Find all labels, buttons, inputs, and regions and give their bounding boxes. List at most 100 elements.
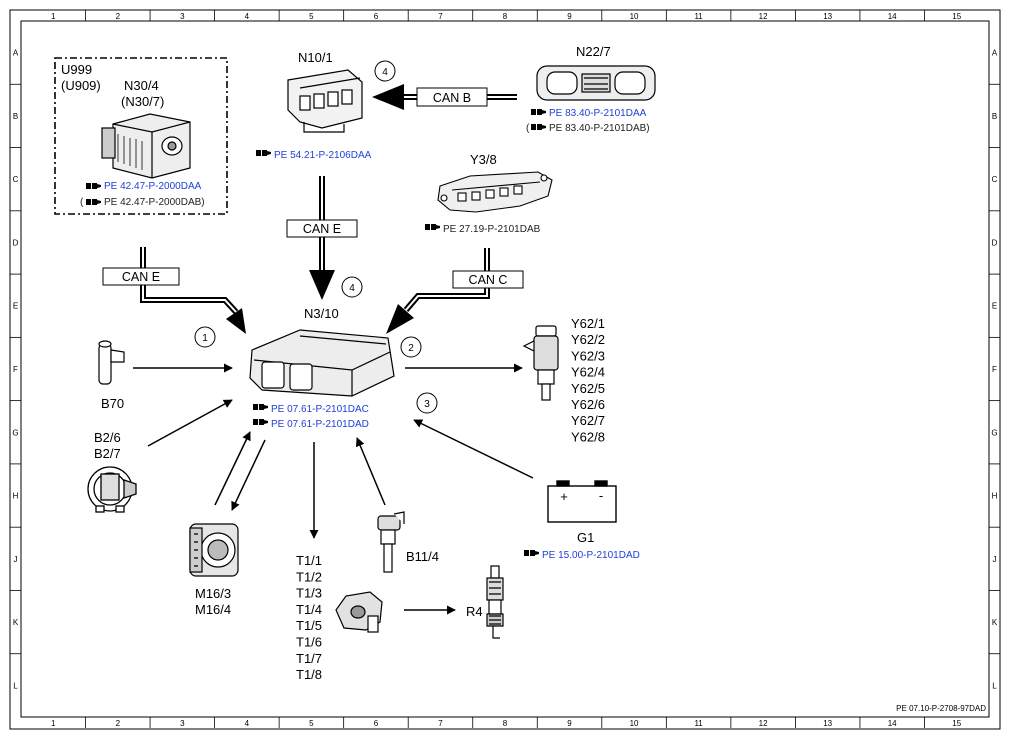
grid-col-label: 8 [503,719,508,728]
grid-row-label: F [992,365,997,374]
y62-label: Y62/2 [571,332,605,347]
can-b-link: CAN B [372,84,517,110]
t1-label: T1/8 [296,667,322,682]
y3-8-group: Y3/8 PE 27.19-P-2101DAB [425,152,553,235]
t1-label: T1/5 [296,618,322,633]
abs-control-unit-group: U999 (U909) N30/4 (N30/7) PE 42.47-P-200… [54,57,228,215]
callout-4-center-text: 4 [349,283,355,294]
grid-row-label: C [992,175,998,184]
can-e-left-link: CAN E [102,247,246,334]
grid-col-label: 1 [51,719,56,728]
t1-label: T1/1 [296,553,322,568]
b70-group: B70 [98,340,233,411]
grid-row-label: H [992,492,998,501]
label-n30-4: N30/4 [124,78,159,93]
ref-g1[interactable]: PE 15.00-P-2101DAD [542,550,640,561]
grid-col-label: 5 [309,719,314,728]
grid-row-label: G [12,428,18,437]
manual-ref-icon [253,404,268,410]
sam-module-icon [287,69,363,133]
t1-label: T1/6 [296,635,322,650]
m16-group: M16/3 M16/4 [189,431,266,617]
grid-col-label: 14 [888,12,897,21]
callout-1 [194,326,216,348]
r4-group: R4 [466,565,504,639]
ref-n30-daa[interactable]: PE 42.47-P-2000DAA [104,181,202,192]
grid-col-label: 15 [952,719,961,728]
t1-label: T1/4 [296,602,322,617]
ref-n30-dab[interactable]: PE 42.47-P-2000DAB) [104,197,205,208]
grid-col-label: 6 [374,12,379,21]
grid-row-label: F [13,365,18,374]
ref-n22-daa[interactable]: PE 83.40-P-2101DAA [549,108,647,119]
y62-label: Y62/7 [571,413,605,428]
manual-ref-icon [524,550,539,556]
grid-col-label: 7 [438,12,443,21]
grid-col-label: 3 [180,12,185,21]
callout-4-center [341,276,363,298]
grid-row-label: K [992,618,998,627]
label-g1: G1 [577,530,594,545]
t1-label: T1/3 [296,586,322,601]
crankshaft-sensor-icon [98,340,125,385]
manual-ref-icon [86,199,101,205]
label-n3-10: N3/10 [304,306,339,321]
ref-y3[interactable]: PE 27.19-P-2101DAB [443,224,541,235]
label-n22-7: N22/7 [576,44,611,59]
manual-ref-icon [86,183,101,189]
grid-row-label: L [992,681,997,690]
grid-row-label: L [13,681,18,690]
ref-n3-dad[interactable]: PE 07.61-P-2101DAD [271,419,369,430]
y62-label: Y62/1 [571,316,605,331]
callout-4-top-text: 4 [382,67,388,78]
grid-row-label: B [13,112,18,121]
n10-1-group: N10/1 PE 54.21-P-2106DAA [256,50,372,161]
grid-col-label: 11 [694,12,703,21]
callout-3 [416,392,438,414]
grid-col-label: 5 [309,12,314,21]
b11-4-group: B11/4 [355,437,439,573]
label-m16-4: M16/4 [195,602,231,617]
y62-label: Y62/4 [571,365,605,380]
ref-n30-paren: ( [80,197,84,208]
grid-col-label: 7 [438,719,443,728]
grid-col-label: 2 [116,12,121,21]
grid-row-label: E [13,302,18,311]
manual-ref-icon [425,224,440,230]
ref-n3-dac[interactable]: PE 07.61-P-2101DAC [271,404,369,415]
inner-frame [20,20,990,718]
label-b70: B70 [101,396,124,411]
label-u909: (U909) [61,78,101,93]
label-b2-7: B2/7 [94,446,121,461]
grid-col-label: 13 [823,719,832,728]
y62-label: Y62/8 [571,429,605,444]
can-c-label: CAN C [469,273,508,287]
can-e-left-label: CAN E [122,270,160,284]
outer-frame [9,9,1001,730]
ignition-coil-icon [335,591,383,633]
grid-col-label: 15 [952,12,961,21]
grid-col-label: 10 [630,12,639,21]
grid-row-label: J [14,555,18,564]
hot-film-maf-icon [87,466,137,513]
climate-panel-icon [536,65,656,101]
ref-n22-dab[interactable]: PE 83.40-P-2101DAB) [549,123,650,134]
grid-col-label: 8 [503,12,508,21]
t1-label: T1/2 [296,569,322,584]
grid-col-label: 1 [51,12,56,21]
battery-plus: + [560,489,568,504]
grid-col-label: 10 [630,719,639,728]
grid-col-label: 9 [567,719,572,728]
u999-dashed-box [54,57,228,215]
callout-1-text: 1 [202,333,208,344]
b2-group: B2/6 B2/7 [87,399,233,513]
manual-ref-icon [253,419,268,425]
grid-row-label: A [992,49,998,58]
grid-col-label: 12 [759,719,768,728]
ref-n22-paren: ( [526,123,530,134]
can-e-top-link: CAN E [286,176,358,300]
grid-row-label: J [993,555,997,564]
ref-n10[interactable]: PE 54.21-P-2106DAA [274,150,372,161]
